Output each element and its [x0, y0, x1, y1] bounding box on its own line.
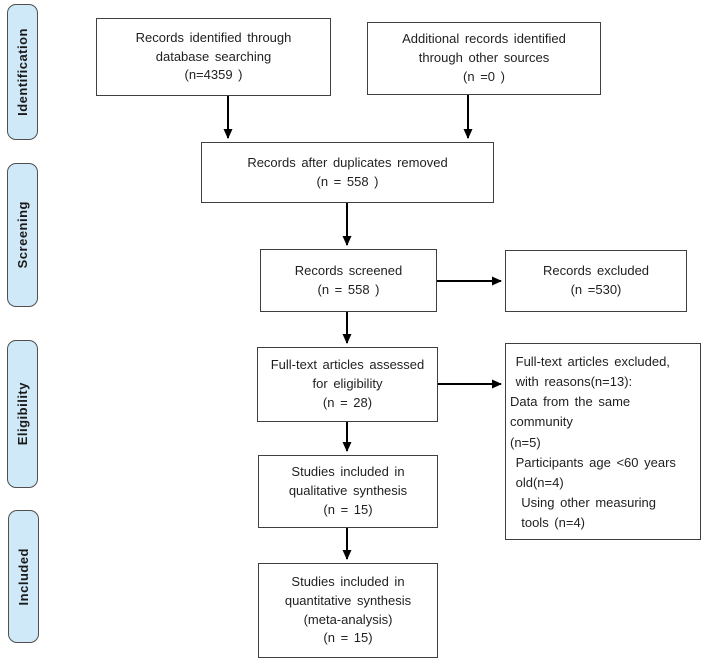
stage-label-screening-text: Screening [15, 201, 30, 269]
stage-label-eligibility-text: Eligibility [15, 382, 30, 446]
stage-label-identification-text: Identification [15, 28, 30, 116]
stage-label-eligibility: Eligibility [7, 340, 38, 488]
stage-label-included-text: Included [16, 547, 31, 606]
stage-label-screening: Screening [7, 163, 38, 307]
box-additional-records: Additional records identified through ot… [367, 22, 601, 95]
box-qualitative-synthesis: Studies included in qualitative synthesi… [258, 455, 438, 528]
box-fulltext-assessed: Full-text articles assessed for eligibil… [257, 347, 438, 422]
stage-label-identification: Identification [7, 4, 38, 140]
box-records-excluded: Records excluded (n =530) [505, 250, 687, 312]
box-duplicates-removed: Records after duplicates removed (n = 55… [201, 142, 494, 203]
box-records-identified: Records identified through database sear… [96, 18, 331, 96]
box-fulltext-excluded: Full-text articles excluded, with reason… [505, 343, 701, 540]
stage-label-included: Included [8, 510, 39, 643]
box-quantitative-synthesis: Studies included in quantitative synthes… [258, 563, 438, 658]
box-records-screened: Records screened (n = 558 ) [260, 249, 437, 312]
